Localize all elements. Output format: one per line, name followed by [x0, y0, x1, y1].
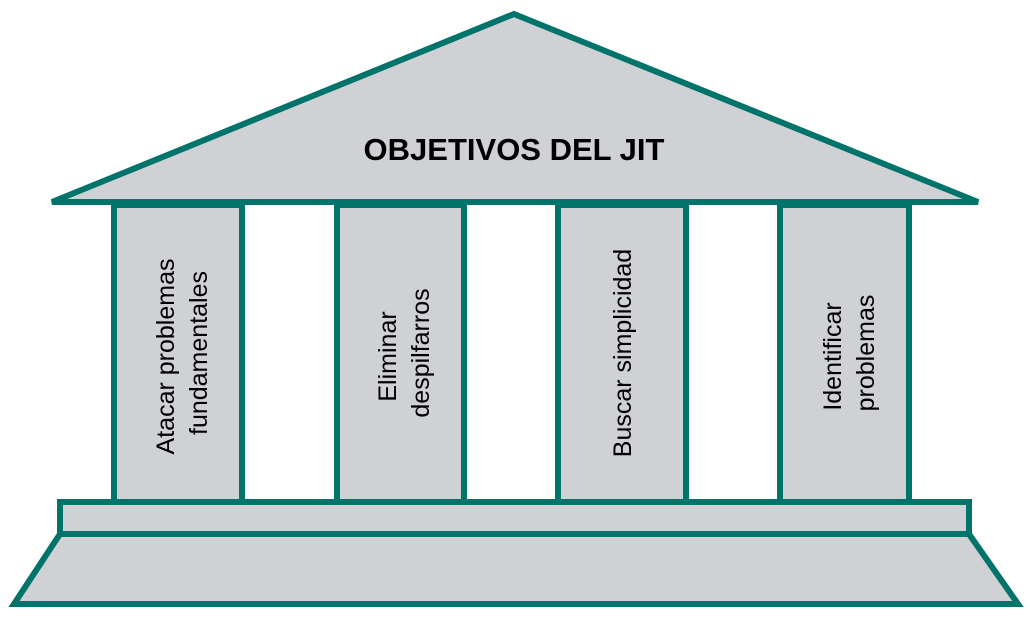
pillar-1: Atacar problemas fundamentales [111, 202, 245, 505]
pillar-label-line: problemas [852, 295, 880, 412]
pillar-2: Eliminar despilfarros [334, 202, 467, 505]
roof [50, 10, 980, 205]
diagram-title: OBJETIVOS DEL JIT [364, 132, 665, 167]
svg-text:Atacar problemas fundame: Atacar problemas fundamentales [152, 252, 213, 455]
pillar-label-line: despilfarros [407, 288, 435, 417]
pillar-label-line: Identificar [819, 302, 847, 410]
svg-text:Identificar problemas: Identificar problemas [819, 295, 880, 412]
pillar-label-line: fundamentales [185, 271, 213, 435]
pillar-3: Buscar simplicidad [555, 202, 689, 505]
svg-text:Buscar simplicidad: Buscar simplicidad [609, 249, 637, 457]
svg-text:Eliminar despilfarros: Eliminar despilfarros [374, 288, 435, 417]
base [8, 531, 1024, 607]
pillar-label-line: Atacar problemas [152, 259, 180, 455]
pillar-label-line: Buscar simplicidad [609, 249, 637, 457]
pillar-label-line: Eliminar [374, 311, 402, 401]
pillar-4: Identificar problemas [777, 202, 912, 505]
step [57, 499, 972, 537]
